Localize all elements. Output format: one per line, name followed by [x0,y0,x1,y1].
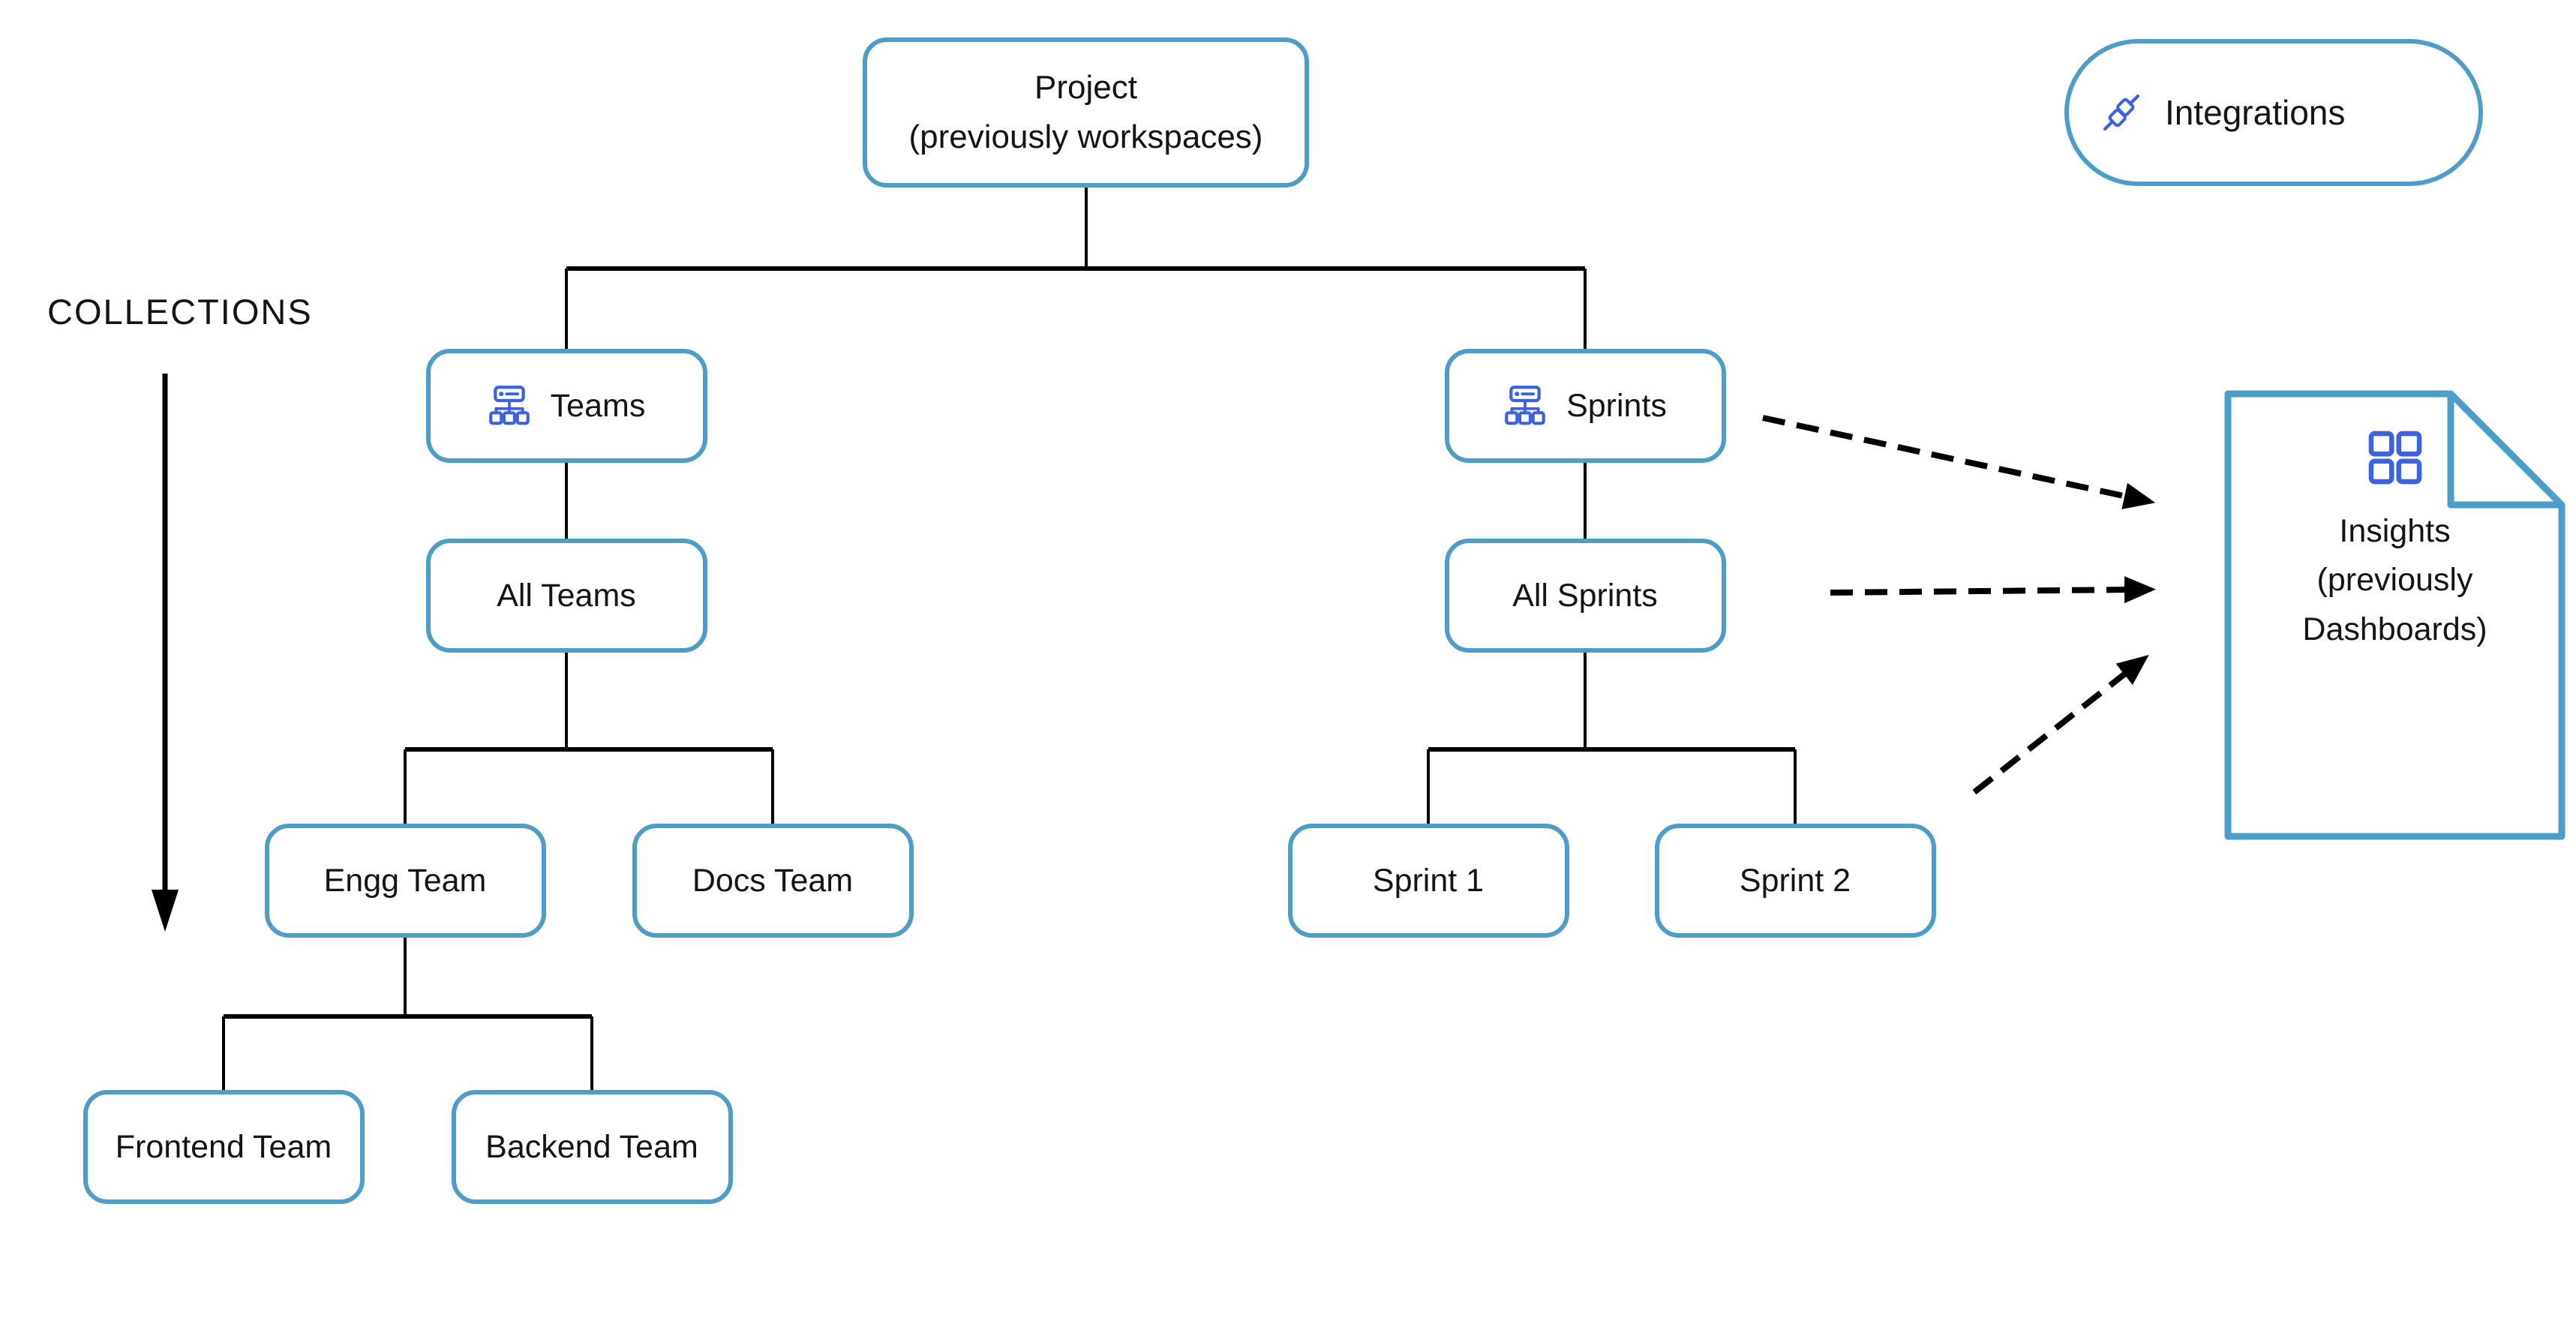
node-sprint-1-label: Sprint 1 [1372,862,1485,899]
node-docs-team: Docs Team [632,824,914,938]
tree-connectors [222,188,1797,1090]
node-teams: Teams [425,349,707,463]
integrations-icon [2103,94,2140,131]
insights-document-shape [2224,390,2565,840]
node-insights-label: Insights (previously Dashboards) [2302,513,2487,647]
node-sprints: Sprints [1444,349,1726,463]
node-sprint-2-label: Sprint 2 [1739,862,1851,899]
node-backend-team-label: Backend Team [485,1128,698,1165]
node-all-teams: All Teams [425,539,707,653]
node-sprints-label: Sprints [1566,387,1667,424]
node-teams-label: Teams [550,387,646,424]
collections-label: COLLECTIONS [47,292,313,332]
node-engg-team: Engg Team [264,824,546,938]
collections-arrow [152,374,179,932]
node-sprint-1: Sprint 1 [1287,824,1569,938]
sprint2-to-insights-arrow [1972,654,2149,795]
node-project: Project (previously workspaces) [863,38,1309,188]
all-sprints-to-insights-arrow [1830,576,2156,604]
node-engg-team-label: Engg Team [323,862,487,899]
org-chart-icon [488,386,530,425]
node-frontend-team: Frontend Team [83,1090,365,1204]
node-docs-team-label: Docs Team [692,862,854,899]
node-project-label: Project (previously workspaces) [908,69,1263,155]
org-chart-icon [1505,386,1545,425]
grid-icon [2368,431,2421,485]
node-all-sprints: All Sprints [1444,539,1726,653]
node-all-teams-label: All Teams [497,577,636,614]
sprints-to-insights-arrow [1762,415,2156,509]
node-frontend-team-label: Frontend Team [115,1128,332,1165]
node-all-sprints-label: All Sprints [1512,577,1658,614]
node-backend-team: Backend Team [451,1090,733,1204]
node-sprint-2: Sprint 2 [1654,824,1936,938]
node-integrations: Integrations [2064,39,2483,186]
node-integrations-label: Integrations [2165,93,2346,132]
node-insights: Insights (previously Dashboards) [2228,429,2562,654]
